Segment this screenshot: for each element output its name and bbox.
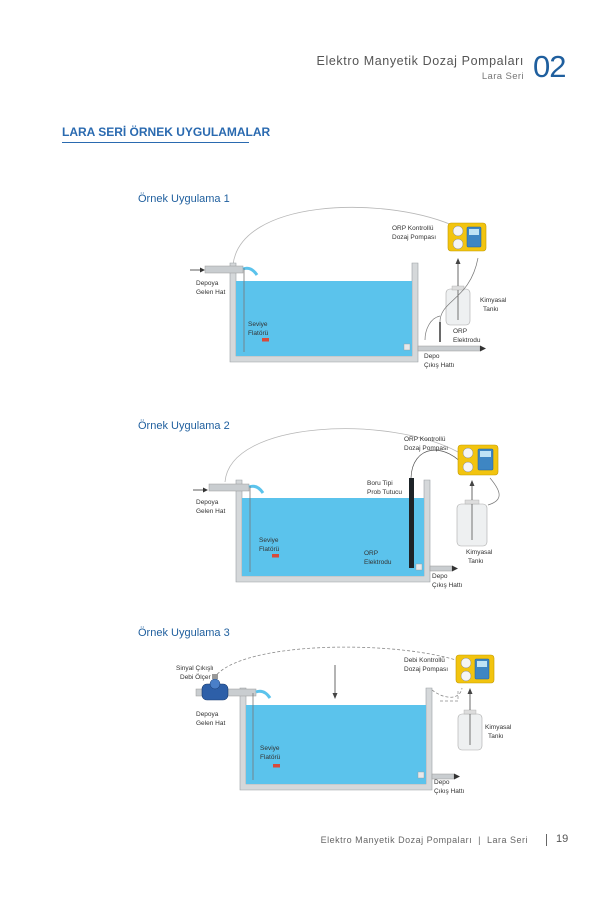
level-float [272, 554, 279, 558]
example-3-diagram: Sinyal Çıkışlı Debi Ölçer Debi Kontrollü… [176, 646, 512, 795]
inlet-label-line1: Depoya [196, 280, 219, 287]
outlet-pipe [417, 345, 481, 352]
chapter-number: 02 [533, 49, 566, 84]
pump-label-line2: Dozaj Pompası [404, 666, 448, 673]
inlet-label-line2: Gelen Hat [196, 720, 225, 727]
dosing-pump [457, 444, 499, 476]
meter-label-line1: Sinyal Çıkışlı [176, 665, 214, 672]
dosing-pump [455, 654, 495, 684]
tank-label-line1: Kimyasal [480, 297, 507, 304]
outlet-pipe [429, 565, 453, 572]
tank-water [246, 705, 426, 784]
inlet-label-line1: Depoya [196, 499, 219, 506]
example-3-title: Örnek Uygulama 3 [138, 627, 230, 639]
example-1-diagram: ORP Kontrollü Dozaj Pompası Depoya Gelen… [190, 207, 507, 369]
section-title-underline [62, 142, 249, 143]
electrode-label-line2: Elektrodu [364, 559, 392, 566]
pipe-probe-holder [409, 478, 414, 568]
tank-label-line1: Kimyasal [466, 549, 493, 556]
example-2-title: Örnek Uygulama 2 [138, 420, 230, 432]
electrode-label-line2: Elektrodu [453, 337, 481, 344]
header-subtitle: Lara Seri [481, 71, 524, 82]
tank-label-line2: Tankı [483, 306, 499, 313]
inlet-water-splash [242, 266, 259, 276]
pump-label-line1: ORP Kontrollü [392, 225, 434, 232]
pump-label-line2: Dozaj Pompası [392, 234, 436, 241]
page-number: 19 [556, 833, 569, 845]
pump-label-line2: Dozaj Pompası [404, 445, 448, 452]
outlet-label-line1: Depo [434, 779, 450, 786]
footer-text: Elektro Manyetik Dozaj Pompaları | Lara … [320, 835, 528, 845]
inlet-pipe [204, 265, 244, 274]
outlet-label-line2: Çıkış Hattı [432, 582, 463, 589]
level-float [273, 764, 280, 768]
header-title: Elektro Manyetik Dozaj Pompaları [316, 54, 524, 68]
outlet-arrow [452, 565, 458, 572]
float-label-line1: Seviye [259, 537, 279, 544]
tank-label-line2: Tankı [468, 558, 484, 565]
flow-meter [201, 674, 229, 701]
float-label-line2: Flatörü [260, 754, 281, 761]
pump-label-line1: Debi Kontrollü [404, 657, 445, 664]
inlet-label-line1: Depoya [196, 711, 219, 718]
inlet-water-splash [255, 689, 272, 699]
outlet-label-line2: Çıkış Hattı [424, 362, 455, 369]
outlet-label-line2: Çıkış Hattı [434, 788, 465, 795]
float-label-line1: Seviye [248, 321, 268, 328]
holder-label-line1: Boru Tipi [367, 480, 393, 487]
tank-label-line1: Kimyasal [485, 724, 512, 731]
holder-label-line2: Prob Tutucu [367, 489, 402, 496]
outlet-arrow [480, 345, 486, 352]
float-label-line2: Flatörü [248, 330, 269, 337]
signal-cable [213, 646, 463, 679]
inlet-water-splash [248, 484, 265, 494]
dosing-pump [447, 222, 487, 252]
control-cable [224, 428, 459, 483]
pump-label-line1: ORP Kontrollü [404, 436, 446, 443]
control-cable [232, 207, 453, 266]
float-label-line1: Seviye [260, 745, 280, 752]
outlet-label-line1: Depo [424, 353, 440, 360]
inlet-label-line2: Gelen Hat [196, 289, 225, 296]
tank-water [236, 281, 412, 356]
outlet-arrow [454, 773, 460, 780]
float-label-line2: Flatörü [259, 546, 280, 553]
meter-label-line2: Debi Ölçer [180, 673, 212, 681]
footer-divider [546, 834, 547, 846]
section-title: LARA SERİ ÖRNEK UYGULAMALAR [62, 125, 271, 139]
inlet-pipe [208, 483, 250, 492]
outlet-label-line1: Depo [432, 573, 448, 580]
example-1-title: Örnek Uygulama 1 [138, 193, 230, 205]
electrode-label-line1: ORP [453, 328, 467, 335]
electrode-label-line1: ORP [364, 550, 378, 557]
example-2-diagram: ORP Kontrollü Dozaj Pompası Boru Tipi Pr… [193, 428, 500, 589]
inlet-label-line2: Gelen Hat [196, 508, 225, 515]
tank-water [242, 498, 424, 576]
tank-label-line2: Tankı [488, 733, 504, 740]
level-float [262, 338, 269, 342]
